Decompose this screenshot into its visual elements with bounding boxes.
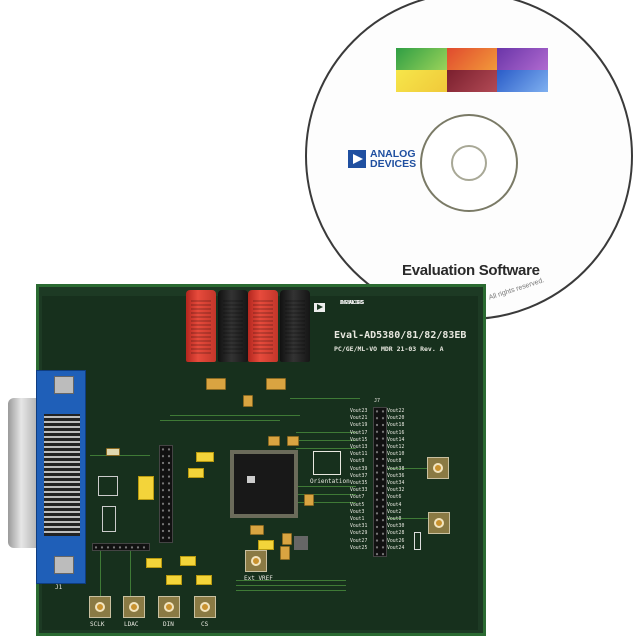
ext-vref-label: Ext VREF — [244, 575, 273, 582]
trace — [130, 550, 131, 596]
din-label: DIN — [163, 621, 174, 628]
trace — [236, 585, 346, 586]
smb-connector-sclk[interactable] — [89, 596, 111, 618]
pcb-logo-line1: ANALOG — [340, 300, 364, 306]
board-subtitle: PC/GE/ML-VO MDR 21-03 Rev. A — [334, 345, 444, 353]
vout-right-labels: Vout22 Vout20 Vout18 Vout16 Vout14 Vout1… — [387, 409, 405, 551]
orientation-label: Orientation — [310, 478, 350, 485]
art-tile — [446, 70, 498, 92]
trace — [296, 486, 356, 487]
trace — [296, 448, 356, 449]
trace — [170, 415, 300, 416]
brand-line2: DEVICES — [370, 158, 417, 170]
art-tile — [396, 70, 447, 92]
jumper-lk4[interactable] — [258, 540, 274, 550]
capacitor — [250, 525, 264, 535]
trace — [100, 550, 101, 596]
j1-label: J1 — [55, 584, 63, 591]
capacitor — [268, 436, 280, 446]
art-tile — [396, 48, 447, 70]
trace — [90, 455, 150, 456]
capacitor-c31 — [266, 378, 286, 390]
red-banana-jack[interactable] — [248, 290, 278, 362]
jumper[interactable] — [180, 556, 196, 566]
ic-u2 — [294, 536, 308, 550]
jumper[interactable] — [196, 452, 214, 462]
trace — [296, 494, 356, 495]
smb-connector-ext-vref[interactable] — [245, 550, 267, 572]
jumper[interactable] — [188, 468, 204, 478]
smb-connector-j9[interactable] — [428, 512, 450, 534]
black-banana-jack[interactable] — [280, 290, 310, 362]
art-tile — [497, 70, 548, 92]
trace — [160, 420, 280, 421]
resistor-block — [98, 476, 118, 496]
brand-line1: ANALOG — [370, 148, 416, 160]
parallel-header-j2[interactable] — [159, 445, 173, 543]
screw-icon — [54, 556, 74, 574]
trace — [386, 518, 436, 519]
analog-devices-triangle-icon — [348, 150, 366, 168]
capacitor-block — [102, 506, 116, 532]
cd-title: Evaluation Software — [402, 262, 540, 279]
trace — [290, 398, 360, 399]
capacitor-c17 — [304, 494, 314, 506]
trace — [386, 468, 436, 469]
board-title: Eval-AD5380/81/82/83EB — [334, 330, 467, 341]
jumper[interactable] — [166, 575, 182, 585]
screw-icon — [54, 376, 74, 394]
trace — [296, 432, 356, 433]
black-banana-jack[interactable] — [218, 290, 248, 362]
connector-pins — [44, 414, 80, 536]
sclk-label: SCLK — [90, 621, 105, 628]
resistor-r4 — [414, 532, 421, 550]
smb-connector-ldac[interactable] — [123, 596, 145, 618]
chip-logo-icon — [247, 476, 255, 483]
orientation-marker — [313, 451, 341, 475]
trace — [296, 440, 356, 441]
capacitor-c23 — [106, 448, 120, 456]
capacitor — [287, 436, 299, 446]
red-banana-jack[interactable] — [186, 290, 216, 362]
j7-label: J7 — [374, 398, 381, 404]
jumper-lk-block[interactable] — [138, 476, 154, 500]
cs-label: CS — [201, 621, 209, 628]
art-tile — [497, 48, 548, 70]
ldac-label: LDAC — [124, 621, 139, 628]
capacitor-c29 — [206, 378, 226, 390]
cd-artwork — [396, 48, 548, 92]
pcb-logo-line2: DEVICES — [340, 300, 365, 306]
capacitor-c26 — [280, 546, 290, 560]
trace — [236, 580, 346, 581]
dac-chip-u1 — [230, 450, 298, 518]
art-tile — [446, 48, 498, 70]
serial-header[interactable] — [92, 543, 150, 551]
output-header-j7[interactable] — [373, 407, 387, 557]
jumper[interactable] — [196, 575, 212, 585]
trace — [296, 502, 356, 503]
smb-connector-j11[interactable] — [427, 457, 449, 479]
capacitor — [282, 533, 292, 545]
capacitor — [243, 395, 253, 407]
cd-center-hole — [451, 145, 487, 181]
smb-connector-din[interactable] — [158, 596, 180, 618]
smb-connector-cs[interactable] — [194, 596, 216, 618]
trace — [236, 590, 346, 591]
jumper[interactable] — [146, 558, 162, 568]
vout-left-labels: Vout23 Vout21 Vout19 Vout17 Vout15 Vout1… — [350, 409, 368, 551]
analog-devices-triangle-icon — [314, 303, 325, 312]
